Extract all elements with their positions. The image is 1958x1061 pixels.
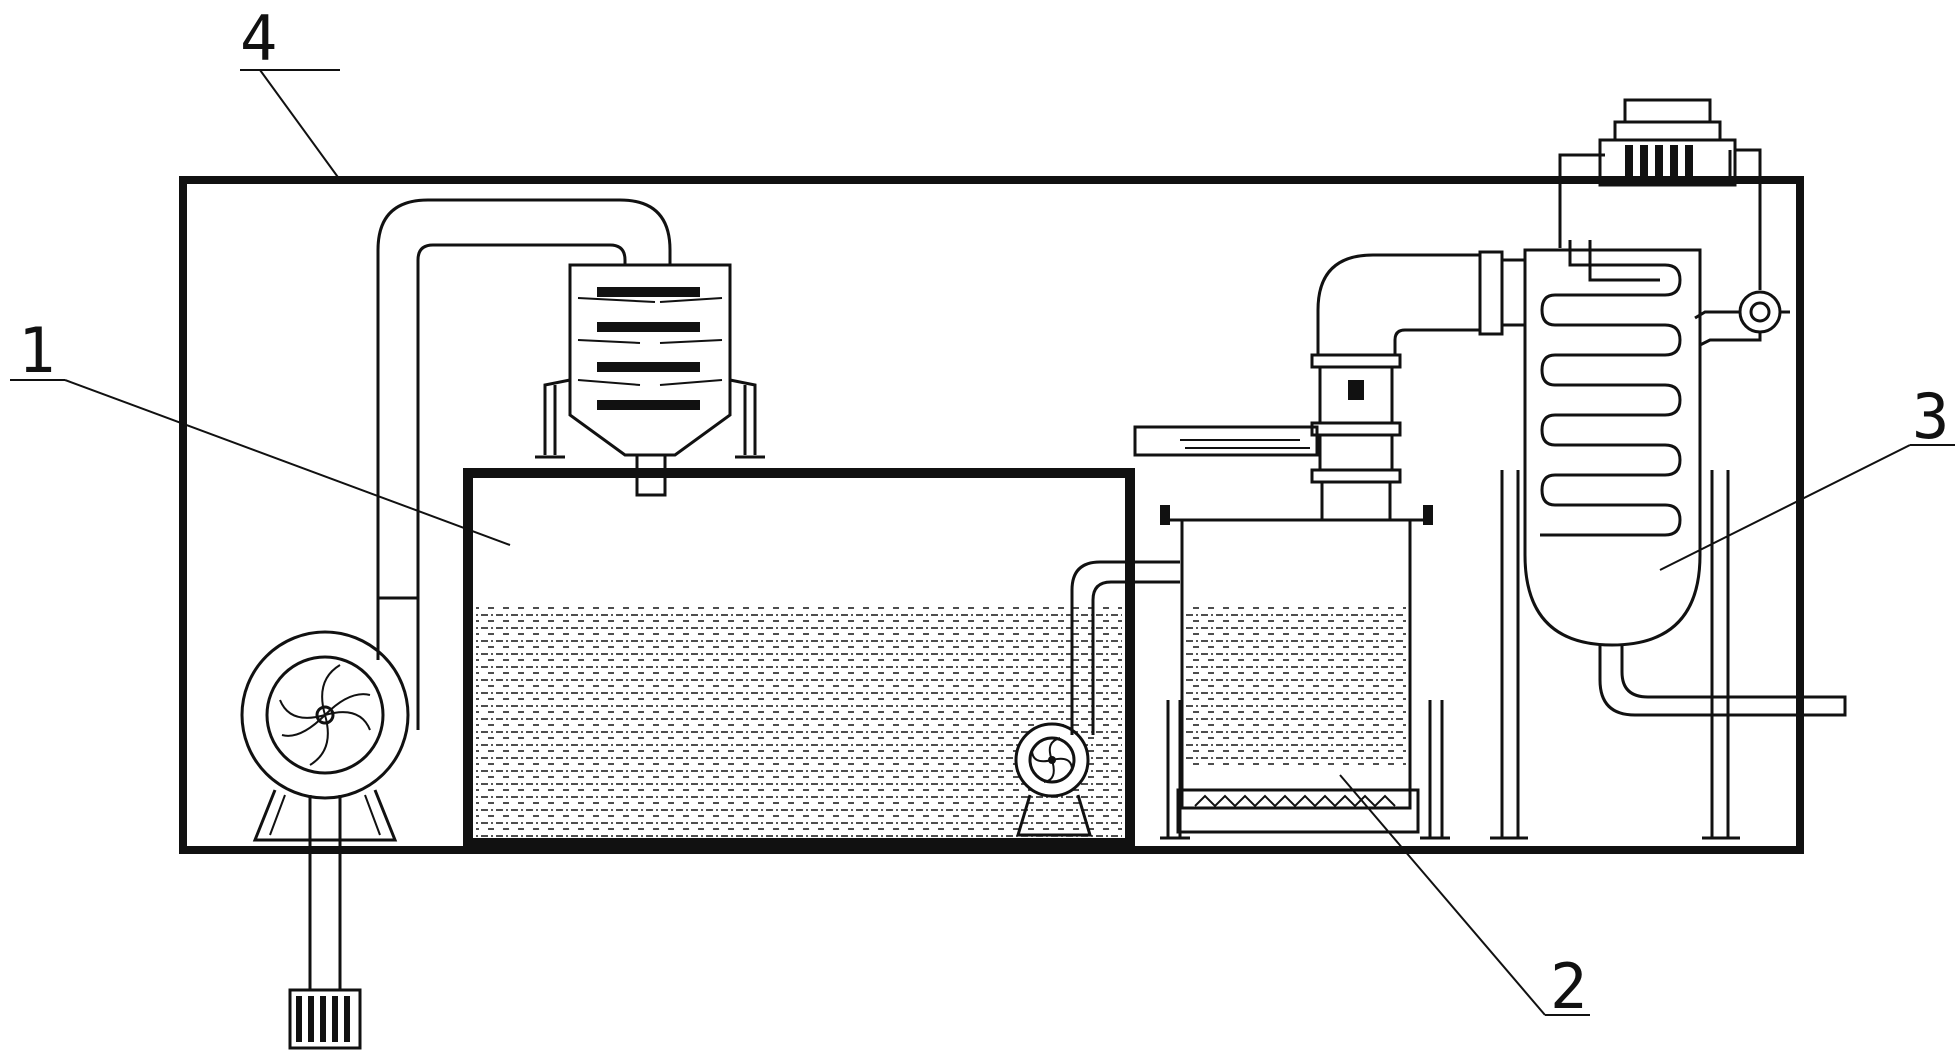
valve-assembly — [1133, 250, 1504, 522]
main-water-tank — [463, 468, 1135, 848]
callout-3: 3 — [1912, 380, 1949, 453]
spray-hopper — [535, 263, 765, 497]
callout-2: 2 — [1550, 950, 1587, 1023]
outer-enclosure — [179, 176, 1804, 854]
callout-4: 4 — [240, 2, 277, 75]
callout-1: 1 — [18, 314, 55, 387]
air-duct — [376, 198, 672, 660]
callout-leaders — [10, 69, 1955, 1016]
blower-fan — [240, 596, 420, 842]
circulation-pump — [1014, 560, 1180, 837]
intake-pipe — [288, 795, 362, 1050]
condenser-vessel — [1490, 240, 1847, 840]
settling-tank — [1160, 505, 1450, 840]
refrigeration-unit — [1558, 98, 1790, 347]
